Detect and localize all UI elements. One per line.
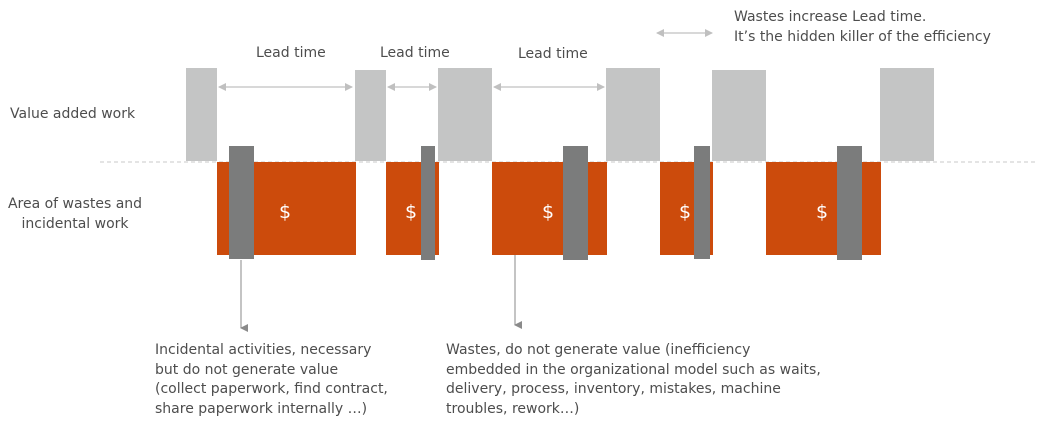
- incidental-note-line: (collect paperwork, find contract,: [155, 381, 388, 397]
- legend-text: Wastes increase Lead time. It’s the hidd…: [734, 8, 991, 47]
- dollar-sign: $: [542, 201, 554, 223]
- dollar-sign: $: [816, 201, 828, 223]
- legend-line: Wastes increase Lead time.: [734, 9, 927, 25]
- wastes-area-label: Area of wastes and incidental work: [4, 194, 146, 234]
- value-added-work-label: Value added work: [10, 106, 136, 122]
- incidental-block: [229, 146, 254, 259]
- lead-time-label: Lead time: [518, 46, 588, 62]
- incidental-note-line: Incidental activities, necessary: [155, 342, 372, 358]
- incidental-note-line: but do not generate value: [155, 361, 339, 378]
- lead-time-label: Lead time: [256, 45, 326, 61]
- incidental-block: [421, 146, 435, 260]
- incidental-note-line: share paperwork internally …): [155, 400, 368, 417]
- dollar-sign: $: [679, 201, 691, 223]
- dollar-sign: $: [405, 201, 417, 223]
- incidental-block: [563, 146, 588, 260]
- value-block: [606, 68, 660, 161]
- dollar-sign: $: [279, 201, 291, 223]
- wastes-note-line: Wastes, do not generate value (inefficie…: [446, 342, 751, 358]
- value-block: [355, 70, 386, 161]
- value-block: [712, 70, 766, 161]
- value-block: [186, 68, 217, 161]
- wastes-note-line: troubles, rework…): [446, 400, 580, 417]
- incidental-block: [837, 146, 862, 260]
- legend-line: It’s the hidden killer of the efficiency: [734, 28, 991, 45]
- wastes-note-line: embedded in the organizational model suc…: [446, 361, 821, 378]
- value-block: [880, 68, 934, 161]
- wastes-area-label-line: Area of wastes and: [7, 196, 143, 212]
- value-block: [438, 68, 492, 161]
- incidental-note: Incidental activities, necessary but do …: [155, 341, 388, 419]
- wastes-note-line: delivery, process, inventory, mistakes, …: [446, 381, 781, 397]
- lead-time-label: Lead time: [380, 45, 450, 61]
- wastes-note: Wastes, do not generate value (inefficie…: [446, 341, 821, 419]
- incidental-block: [694, 146, 710, 259]
- wastes-area-label-line: incidental work: [21, 216, 129, 232]
